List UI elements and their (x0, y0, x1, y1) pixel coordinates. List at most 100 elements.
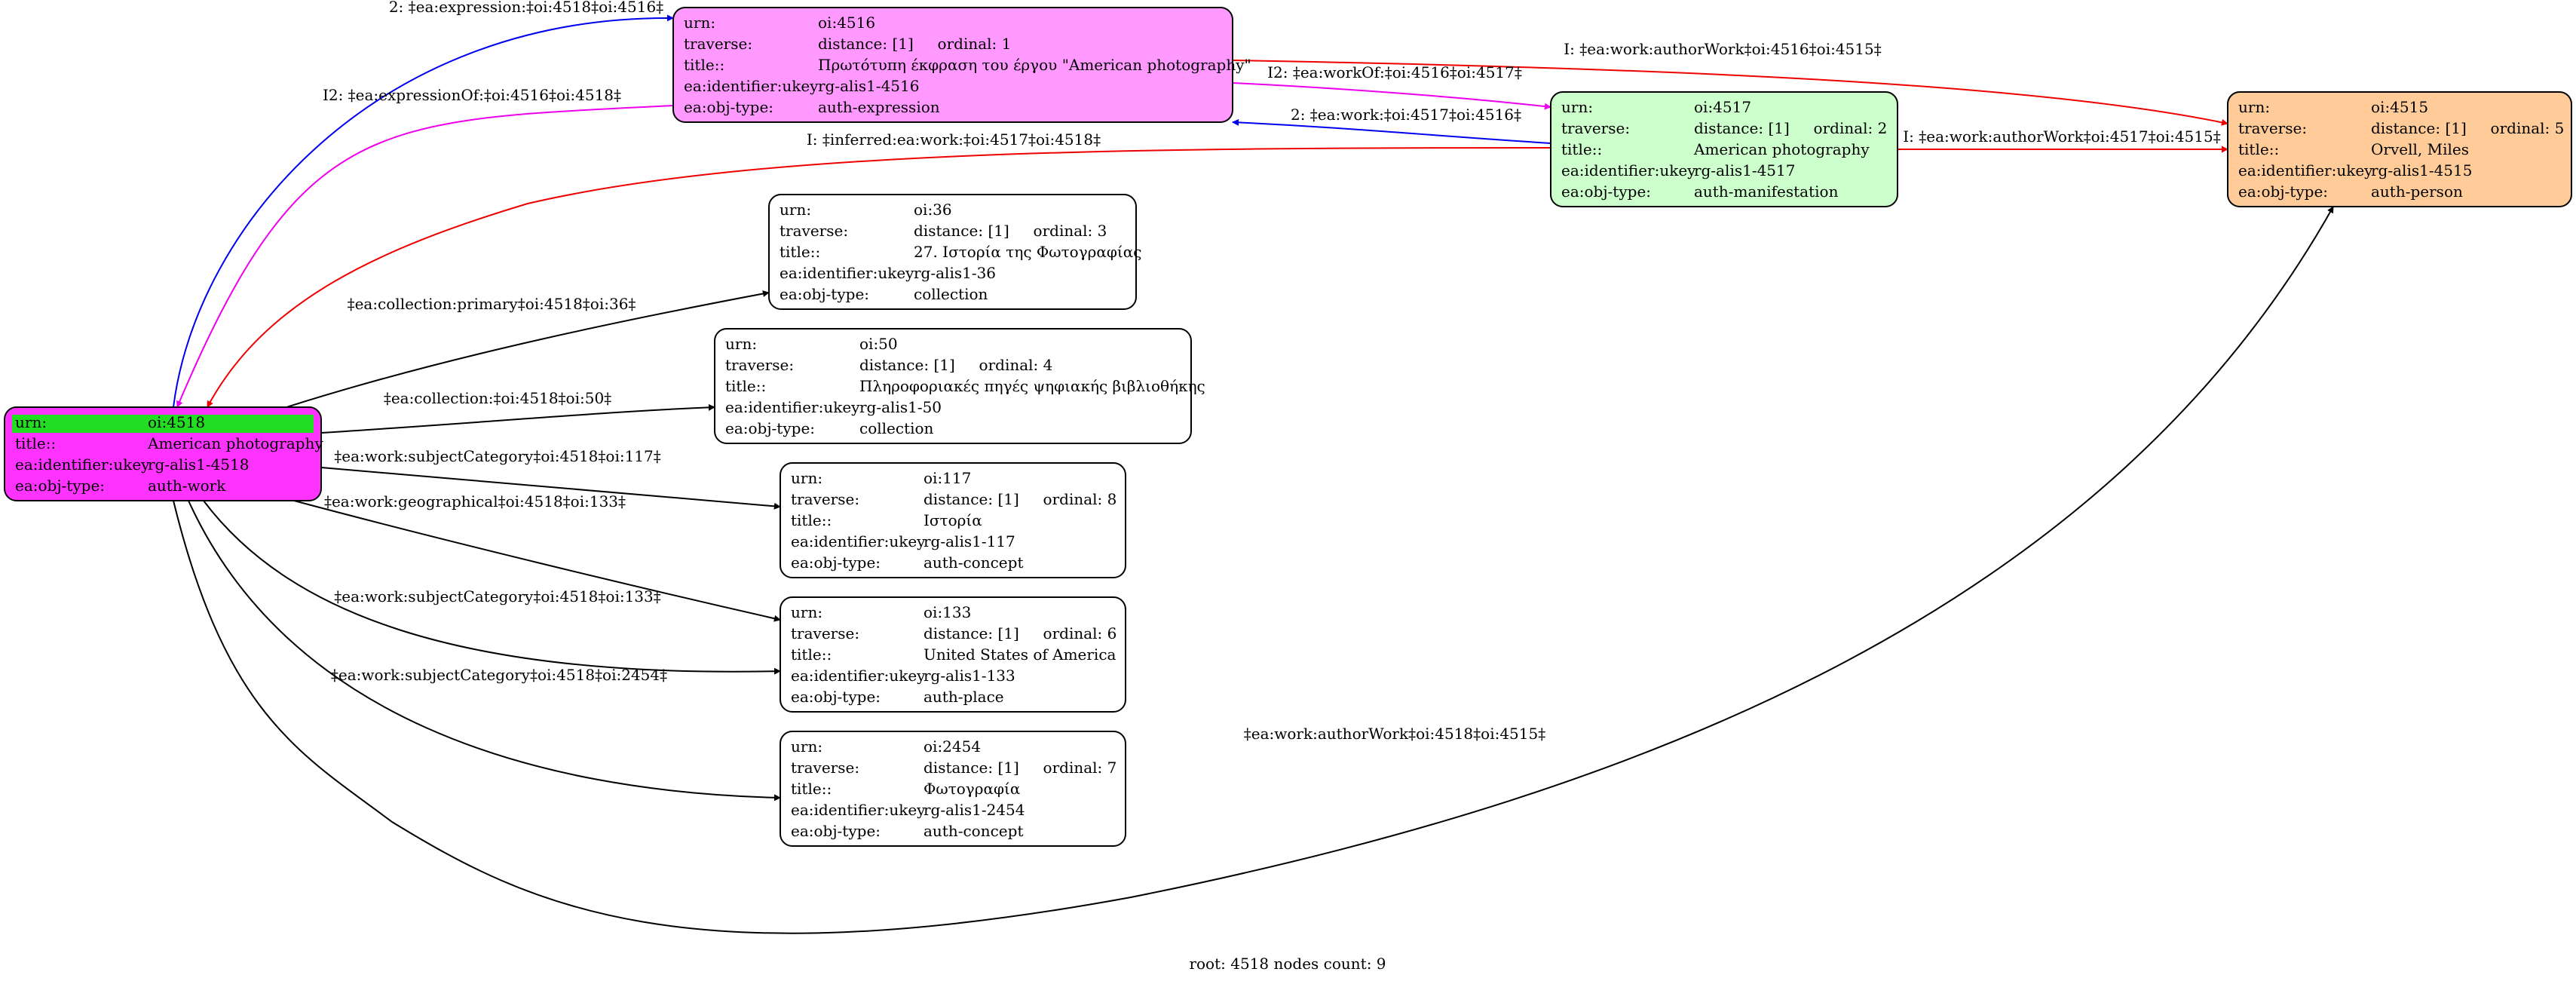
node-field-key: urn: (791, 469, 822, 487)
node-field-value: auth-place (924, 688, 1004, 706)
edge-e2[interactable] (176, 105, 674, 408)
node-field-value: rg-alis1-2454 (924, 801, 1025, 819)
node-field-value: oi:50 (859, 335, 898, 353)
node-field-value: oi:4517 (1694, 98, 1751, 116)
edge-e3[interactable] (207, 147, 1551, 408)
node-field-key: ea:obj-type: (684, 98, 773, 116)
node-field-key: ea:identifier:ukey (725, 398, 860, 416)
root-urn-highlight (12, 415, 314, 433)
edge-e6[interactable] (1232, 118, 1551, 144)
node-field-key: urn: (684, 14, 715, 32)
node-n133[interactable]: urn: oi:133 traverse: distance: [1] ordinal… (780, 596, 1126, 713)
node-field-value: American photography (1693, 140, 1870, 158)
node-n4516[interactable]: urn: oi:4516 traverse: distance: [1] ordina… (672, 7, 1251, 123)
edge-labels-layer: 2: ‡ea:expression:‡oi:4518‡oi:4516‡ I2: ‡… (323, 0, 2221, 743)
node-field-key: urn: (780, 201, 811, 219)
node-box (768, 194, 1137, 310)
node-field-key: ea:obj-type: (780, 285, 869, 303)
edge-e1[interactable] (173, 14, 674, 408)
node-field-value: oi:4515 (2371, 98, 2428, 116)
node-field-key: ea:identifier:ukey (791, 532, 926, 550)
node-field-value: distance: [1] ordinal: 5 (2371, 119, 2564, 137)
node-field-key: ea:identifier:ukey (791, 667, 926, 685)
node-field-key: title:: (791, 645, 832, 664)
edge-e11[interactable] (293, 500, 781, 622)
node-field-value: distance: [1] ordinal: 7 (924, 759, 1116, 777)
node-field-value: oi:4516 (818, 14, 875, 32)
node-field-key: traverse: (725, 356, 794, 374)
node-field-value: rg-alis1-36 (914, 264, 996, 282)
node-box (2227, 91, 2572, 207)
node-box (780, 731, 1126, 847)
node-field-value: auth-work (148, 477, 226, 495)
node-field-key: title:: (684, 56, 724, 74)
node-field-key: ea:obj-type: (791, 822, 881, 840)
node-field-key: ea:obj-type: (15, 477, 105, 495)
node-field-value: rg-alis1-133 (924, 667, 1015, 685)
node-field-value: Orvell, Miles (2371, 140, 2469, 158)
node-field-key: ea:obj-type: (791, 688, 881, 706)
node-field-value: distance: [1] ordinal: 1 (818, 35, 1011, 53)
node-field-value: distance: [1] ordinal: 2 (1694, 119, 1887, 137)
edge-label: 2: ‡ea:expression:‡oi:4518‡oi:4516‡ (389, 0, 663, 16)
node-field-key: title:: (780, 243, 820, 261)
node-n50[interactable]: urn: oi:50 traverse: distance: [1] ordinal:… (714, 328, 1205, 444)
node-field-key: urn: (725, 335, 757, 353)
node-field-value: oi:36 (914, 201, 952, 219)
node-field-key: ea:identifier:ukey (780, 264, 914, 282)
node-field-key: title:: (15, 434, 56, 452)
node-field-key: urn: (2238, 98, 2270, 116)
node-field-value: rg-alis1-4518 (148, 455, 249, 474)
edge-label: I2: ‡ea:workOf:‡oi:4516‡oi:4517‡ (1267, 63, 1522, 81)
node-field-value: oi:133 (924, 603, 971, 621)
node-field-value: rg-alis1-4516 (818, 77, 919, 95)
edge-e4[interactable] (1232, 60, 2228, 126)
node-field-value: distance: [1] ordinal: 6 (924, 624, 1116, 642)
edge-e13[interactable] (188, 500, 781, 802)
edge-label: ‡ea:work:authorWork‡oi:4518‡oi:4515‡ (1244, 725, 1545, 743)
node-field-key: traverse: (791, 624, 859, 642)
node-field-value: distance: [1] ordinal: 3 (914, 222, 1107, 240)
node-field-key: urn: (1561, 98, 1593, 116)
node-field-key: traverse: (1561, 119, 1630, 137)
node-field-value: Πληροφοριακές πηγές ψηφιακής βιβλιοθήκης (859, 377, 1205, 395)
edge-label: ‡ea:work:geographical‡oi:4518‡oi:133‡ (324, 492, 626, 510)
node-n4517[interactable]: urn: oi:4517 traverse: distance: [1] ordina… (1550, 91, 1898, 207)
node-field-value: distance: [1] ordinal: 4 (859, 356, 1052, 374)
edge-e8[interactable] (286, 290, 770, 408)
node-field-value: oi:117 (924, 469, 971, 487)
node-field-value: United States of America (924, 645, 1116, 664)
edge-label: I2: ‡ea:expressionOf:‡oi:4516‡oi:4518‡ (323, 86, 621, 104)
node-field-key: traverse: (791, 490, 859, 508)
node-field-key: ea:identifier:ukey (791, 801, 926, 819)
edge-label: ‡ea:work:subjectCategory‡oi:4518‡oi:2454… (331, 666, 667, 684)
node-field-key: ea:obj-type: (791, 553, 881, 572)
edges-layer (173, 14, 2334, 934)
edge-label: I: ‡ea:work:authorWork‡oi:4517‡oi:4515‡ (1903, 127, 2220, 146)
edge-label: ‡ea:collection:‡oi:4518‡oi:50‡ (384, 389, 611, 407)
node-field-value: oi:4518 (148, 413, 205, 431)
node-box (780, 596, 1126, 713)
node-field-key: title:: (2238, 140, 2279, 158)
edge-e10[interactable] (320, 467, 781, 510)
edge-label: 2: ‡ea:work:‡oi:4517‡oi:4516‡ (1291, 106, 1521, 124)
edge-e12[interactable] (203, 500, 781, 675)
node-field-key: urn: (791, 603, 822, 621)
node-field-key: ea:obj-type: (1561, 182, 1651, 201)
node-box (672, 7, 1233, 123)
node-field-key: traverse: (684, 35, 752, 53)
node-field-value: 27. Ιστορία της Φωτογραφίας (914, 243, 1141, 261)
edge-e14[interactable] (173, 206, 2334, 934)
edge-e5[interactable] (1232, 82, 1551, 110)
edge-e9[interactable] (320, 403, 715, 434)
node-box (1550, 91, 1898, 207)
node-field-value: oi:2454 (924, 737, 981, 756)
edge-label: I: ‡ea:work:authorWork‡oi:4516‡oi:4515‡ (1564, 40, 1881, 58)
